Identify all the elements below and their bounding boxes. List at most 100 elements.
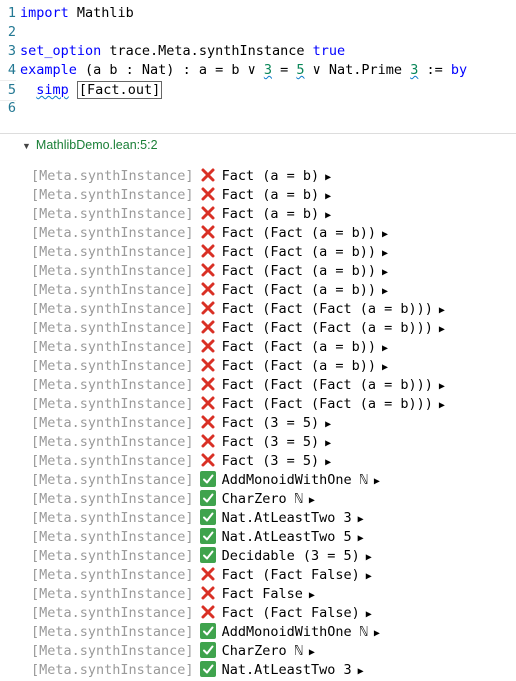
triangle-right-icon[interactable]: ▶ [382,248,389,259]
trace-entry[interactable]: [Meta.synthInstance]CharZero ℕ▶ [31,490,445,509]
code-token: ∨ Nat.Prime [304,62,411,78]
trace-entry[interactable]: [Meta.synthInstance]Fact (Fact (Fact (a … [31,319,445,338]
code-token: by [450,62,468,78]
trace-message[interactable]: Fact (Fact False) [221,567,360,583]
trace-entry[interactable]: [Meta.synthInstance]Fact (Fact (a = b))▶ [31,262,445,281]
trace-message[interactable]: Fact (Fact (a = b)) [221,339,376,355]
trace-message[interactable]: Nat.AtLeastTwo 3 [221,510,352,526]
trace-entry[interactable]: [Meta.synthInstance]AddMonoidWithOne ℕ▶ [31,471,445,490]
trace-entry[interactable]: [Meta.synthInstance]Fact (a = b)▶ [31,186,445,205]
trace-message[interactable]: Fact (Fact (Fact (a = b))) [221,396,433,412]
trace-message[interactable]: Fact (3 = 5) [221,434,320,450]
triangle-right-icon[interactable]: ▶ [373,476,380,487]
trace-message[interactable]: Fact (Fact (Fact (a = b))) [221,301,433,317]
trace-message[interactable]: Nat.AtLeastTwo 3 [221,662,352,678]
goal-location-label[interactable]: MathlibDemo.lean:5:2 [35,138,158,152]
triangle-right-icon[interactable]: ▶ [382,343,389,354]
trace-entry[interactable]: [Meta.synthInstance]Fact (a = b)▶ [31,167,445,186]
triangle-right-icon[interactable]: ▶ [325,457,332,468]
trace-message[interactable]: Fact (Fact (a = b)) [221,263,376,279]
trace-message[interactable]: Fact (a = b) [221,168,320,184]
trace-class-label: [Meta.synthInstance] [31,529,194,545]
trace-entry[interactable]: [Meta.synthInstance]Decidable (3 = 5)▶ [31,547,445,566]
trace-entry[interactable]: [Meta.synthInstance]Fact (Fact (Fact (a … [31,376,445,395]
triangle-right-icon[interactable]: ▶ [325,191,332,202]
trace-class-label: [Meta.synthInstance] [31,624,194,640]
triangle-right-icon[interactable]: ▶ [325,210,332,221]
trace-entry[interactable]: [Meta.synthInstance]Fact (Fact False)▶ [31,566,445,585]
check-mark-icon [199,661,216,677]
triangle-right-icon[interactable]: ▶ [382,286,389,297]
trace-entry[interactable]: [Meta.synthInstance]Nat.AtLeastTwo 3▶ [31,509,445,528]
trace-message[interactable]: Fact (a = b) [221,187,320,203]
triangle-right-icon[interactable]: ▶ [438,305,445,316]
trace-message[interactable]: Fact (Fact (a = b)) [221,244,376,260]
trace-message[interactable]: Fact (Fact (a = b)) [221,282,376,298]
triangle-right-icon[interactable]: ▶ [325,438,332,449]
triangle-right-icon[interactable]: ▶ [357,533,364,544]
trace-message[interactable]: Decidable (3 = 5) [221,548,360,564]
trace-message[interactable]: Fact (Fact (Fact (a = b))) [221,320,433,336]
triangle-right-icon[interactable]: ▶ [308,495,315,506]
triangle-right-icon[interactable]: ▶ [325,172,332,183]
trace-entry[interactable]: [Meta.synthInstance] Fact (3 = 5) ▶ [31,414,445,433]
triangle-right-icon[interactable]: ▶ [365,552,372,563]
trace-entry[interactable]: [Meta.synthInstance] Nat.AtLeastTwo 5 ▶ [31,528,445,547]
trace-message[interactable]: Fact (Fact (a = b)) [221,358,376,374]
trace-entry[interactable]: [Meta.synthInstance] Fact (3 = 5) ▶ [31,433,445,452]
editor-line[interactable]: 6 [0,99,16,118]
trace-message[interactable]: Fact (Fact False) [221,605,360,621]
trace-entry[interactable]: [Meta.synthInstance]Fact (3 = 5)▶ [31,452,445,471]
cross-mark-icon [200,357,216,373]
trace-message[interactable]: Fact (Fact (Fact (a = b))) [221,377,433,393]
editor-line[interactable]: 5 simp [Fact.out] [0,80,163,101]
trace-message[interactable]: Fact (a = b) [221,206,320,222]
trace-entry[interactable]: [Meta.synthInstance] AddMonoidWithOne ℕ ▶ [31,623,445,642]
trace-entry[interactable]: [Meta.synthInstance]Fact False▶ [31,585,445,604]
trace-entry[interactable]: [Meta.synthInstance]Fact (Fact (a = b))▶ [31,281,445,300]
trace-message[interactable]: Fact (3 = 5) [221,453,320,469]
trace-entry[interactable]: [Meta.synthInstance]Nat.AtLeastTwo 3▶ [31,661,445,680]
trace-message[interactable]: Nat.AtLeastTwo 5 [221,529,352,545]
trace-entry[interactable]: [Meta.synthInstance] Fact (Fact False) ▶ [31,604,445,623]
triangle-right-icon[interactable]: ▶ [373,628,380,639]
triangle-right-icon[interactable]: ▶ [382,229,389,240]
trace-class-label: [Meta.synthInstance] [31,434,194,450]
triangle-right-icon[interactable]: ▶ [357,666,364,677]
triangle-right-icon[interactable]: ▶ [308,590,315,601]
trace-message[interactable]: AddMonoidWithOne ℕ [221,624,368,640]
trace-entry[interactable]: [Meta.synthInstance]Fact (Fact (a = b))▶ [31,224,445,243]
triangle-down-icon[interactable]: ▼ [22,141,31,151]
trace-entry[interactable]: [Meta.synthInstance]Fact (Fact (Fact (a … [31,395,445,414]
trace-message[interactable]: AddMonoidWithOne ℕ [221,472,368,488]
triangle-right-icon[interactable]: ▶ [438,381,445,392]
trace-class-label: [Meta.synthInstance] [31,415,194,431]
triangle-right-icon[interactable]: ▶ [357,514,364,525]
trace-class-label: [Meta.synthInstance] [31,605,194,621]
trace-entry[interactable]: [Meta.synthInstance]CharZero ℕ▶ [31,642,445,661]
triangle-right-icon[interactable]: ▶ [382,362,389,373]
trace-message[interactable]: Fact False [221,586,303,602]
trace-message[interactable]: Fact (3 = 5) [221,415,320,431]
editor-line[interactable]: 2 [0,23,16,42]
trace-entry[interactable]: [Meta.synthInstance]Fact (Fact (Fact (a … [31,300,445,319]
triangle-right-icon[interactable]: ▶ [438,400,445,411]
triangle-right-icon[interactable]: ▶ [382,267,389,278]
triangle-right-icon[interactable]: ▶ [308,647,315,658]
trace-message[interactable]: Fact (Fact (a = b)) [221,225,376,241]
triangle-right-icon[interactable]: ▶ [365,609,372,620]
triangle-right-icon[interactable]: ▶ [325,419,332,430]
triangle-right-icon[interactable]: ▶ [365,571,372,582]
trace-entry[interactable]: [Meta.synthInstance]Fact (Fact (a = b))▶ [31,357,445,376]
goal-location-header[interactable]: ▼ MathlibDemo.lean:5:2 [22,138,158,152]
triangle-right-icon[interactable]: ▶ [438,324,445,335]
trace-message[interactable]: CharZero ℕ [221,643,303,659]
trace-message[interactable]: CharZero ℕ [221,491,303,507]
trace-entry[interactable]: [Meta.synthInstance]Fact (Fact (a = b))▶ [31,243,445,262]
trace-entry[interactable]: [Meta.synthInstance]Fact (a = b)▶ [31,205,445,224]
trace-entry[interactable]: [Meta.synthInstance]Fact (Fact (a = b))▶ [31,338,445,357]
